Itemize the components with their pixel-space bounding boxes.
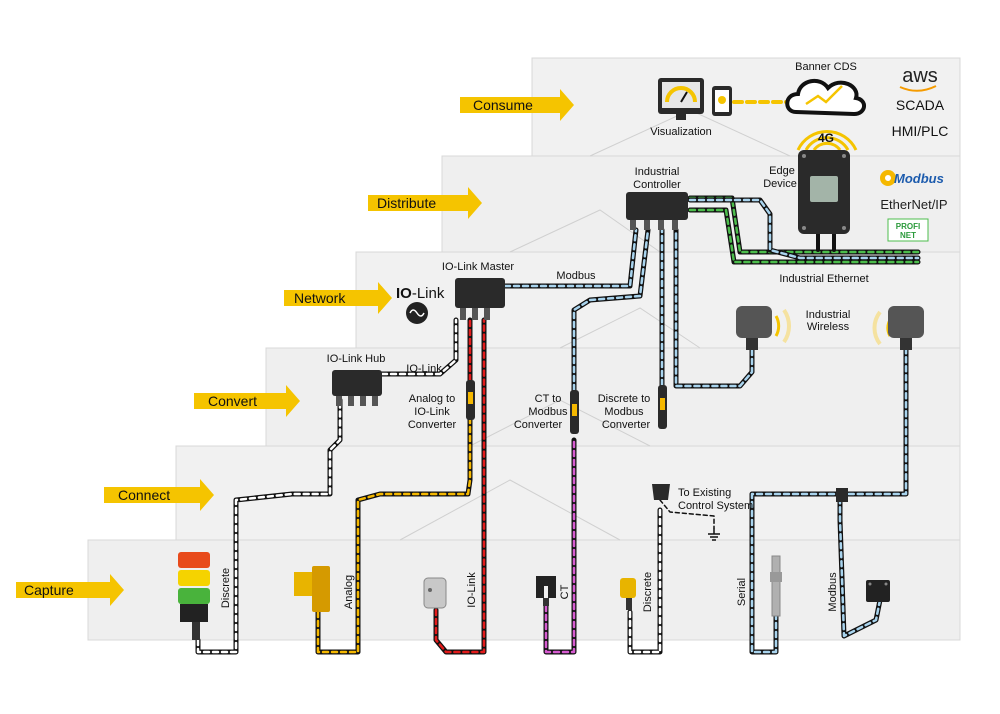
visualization-label: Visualization — [650, 126, 712, 138]
analog-converter — [466, 380, 475, 420]
stage-arrows: Consume Distribute Network Convert Conne… — [16, 89, 574, 606]
discrete-converter-label-1: Discrete to — [598, 393, 651, 405]
aws-smile-icon — [899, 85, 937, 92]
stack-light-sensor — [178, 552, 210, 640]
analog-converter-label-3: Converter — [408, 419, 457, 431]
iolink-hub-label: IO-Link Hub — [327, 353, 386, 365]
discrete-sensor — [620, 578, 636, 610]
cable-ct-blue — [571, 227, 651, 393]
cable-modbus-blue — [502, 227, 639, 289]
sensor-label-serial: Serial — [736, 578, 748, 606]
ct-converter — [570, 390, 579, 434]
visualization-monitor — [658, 78, 732, 120]
cable-discrete2-white — [627, 507, 663, 655]
wireless-node-left — [736, 306, 792, 350]
wireless-label-line2: Wireless — [807, 321, 850, 333]
modbus-link-label: Modbus — [556, 270, 596, 282]
sensor-label-modbus: Modbus — [827, 572, 839, 612]
iolink-logo-icon — [406, 302, 428, 324]
cable-ct-pink — [543, 437, 577, 655]
cable-iolink-red — [433, 317, 487, 655]
stage-label-connect: Connect — [118, 487, 170, 503]
ct-clamp-sensor — [536, 576, 556, 606]
controller-label-line1: Industrial — [635, 166, 680, 178]
stage-arrow-consume: Consume — [460, 89, 574, 121]
iolink-master — [455, 278, 505, 320]
cable-controller-edge-blue — [687, 197, 921, 261]
analog-converter-label-2: IO-Link — [414, 406, 450, 418]
iolink-master-label: IO-Link Master — [442, 261, 514, 273]
modbus-sensor — [866, 580, 890, 602]
splitter-tee — [652, 484, 848, 502]
cables — [195, 100, 921, 655]
hmi-plc-label: HMI/PLC — [892, 123, 949, 139]
ct-converter-label-1: CT to — [535, 393, 562, 405]
existing-system-label-line1: To Existing — [678, 487, 731, 499]
cable-modbus-sensor-blue — [837, 347, 909, 639]
discrete-converter-label-2: Modbus — [604, 406, 644, 418]
stage-arrow-network: Network — [284, 282, 392, 314]
industrial-ethernet-label: Industrial Ethernet — [779, 273, 868, 285]
stage-label-distribute: Distribute — [377, 195, 436, 211]
profinet-logo: PROFI NET — [887, 218, 929, 242]
industrial-controller — [626, 192, 688, 230]
stage-arrow-convert: Convert — [194, 385, 300, 417]
analog-converter-label-1: Analog to — [409, 393, 455, 405]
wireless-node-right — [872, 306, 924, 350]
ground-icon — [708, 528, 720, 541]
iolink-logo: IO-Link — [396, 285, 445, 302]
sensor-label-ct: CT — [559, 584, 571, 599]
stage-arrow-connect: Connect — [104, 479, 214, 511]
cable-wireless-blue — [673, 227, 755, 389]
discrete-converter — [658, 385, 667, 429]
iolink-hub — [332, 370, 382, 406]
edge-device — [798, 150, 850, 234]
cellular-label: 4G — [818, 131, 834, 145]
cable-serial-blue — [749, 491, 843, 655]
stage-label-capture: Capture — [24, 582, 74, 598]
discrete-converter-label-3: Converter — [602, 419, 651, 431]
profinet-logo-line2: NET — [900, 231, 916, 240]
edge-label-line2: Device — [763, 178, 797, 190]
scada-label: SCADA — [896, 97, 945, 113]
iolink-link-label: IO-Link — [406, 363, 442, 375]
ct-converter-label-3: Converter — [514, 419, 563, 431]
sensor-label-discrete-2: Discrete — [642, 572, 654, 612]
staircase-background — [87, 57, 961, 641]
cloud-label: Banner CDS — [795, 61, 857, 73]
cable-hub-master — [379, 317, 459, 377]
edge-label-line1: Edge — [769, 165, 795, 177]
cable-existing-system — [659, 499, 715, 529]
stage-arrow-capture: Capture — [16, 574, 124, 606]
analog-sensor — [294, 566, 330, 612]
aws-logo: aws — [902, 65, 938, 87]
profinet-logo-line1: PROFI — [896, 222, 920, 231]
ct-converter-label-2: Modbus — [528, 406, 568, 418]
sensor-label-iolink: IO-Link — [466, 572, 478, 608]
iolink-sensor — [423, 577, 447, 609]
existing-system-label-line2: Control System — [678, 500, 753, 512]
stage-arrow-distribute: Distribute — [368, 187, 482, 219]
cable-analog-yellow — [315, 417, 473, 655]
stage-label-consume: Consume — [473, 97, 533, 113]
stage-label-convert: Convert — [208, 393, 257, 409]
sensor-label-discrete: Discrete — [220, 568, 232, 608]
modbus-logo: Modbus — [894, 171, 944, 186]
cable-discrete-white — [195, 397, 343, 655]
cellular-signal-icon — [796, 130, 858, 151]
wireless-label-line1: Industrial — [806, 309, 851, 321]
serial-probe-sensor — [770, 555, 782, 617]
stage-label-network: Network — [294, 290, 346, 306]
cloud-icon — [785, 78, 866, 117]
controller-label-line2: Controller — [633, 179, 681, 191]
sensor-label-analog: Analog — [343, 575, 355, 609]
ethernet-ip-logo: EtherNet/IP — [880, 197, 947, 212]
modbus-logo-icon — [880, 170, 896, 186]
